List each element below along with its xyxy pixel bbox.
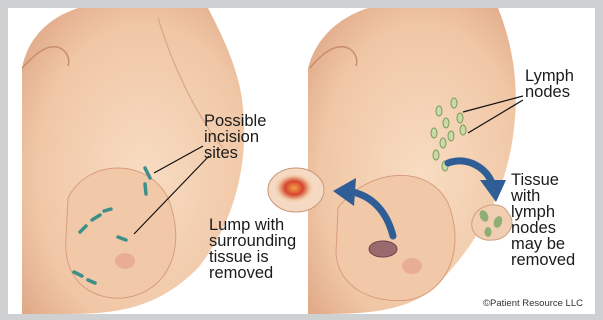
right-nipple xyxy=(402,258,422,274)
illustration-panel: Possible incision sites Lump with surrou… xyxy=(8,8,595,314)
removed-lymph-tissue xyxy=(472,205,512,240)
label-incision-sites: Possible incision sites xyxy=(204,113,266,161)
label-lymph-nodes: Lymph nodes xyxy=(525,68,574,100)
label-lump-removed: Lump with surrounding tissue is removed xyxy=(209,217,296,281)
left-breast xyxy=(66,168,176,298)
illustration xyxy=(8,8,595,314)
left-nipple xyxy=(115,253,135,269)
tissue-piece xyxy=(369,241,397,257)
removed-lump xyxy=(268,168,324,212)
copyright-credit: ©Patient Resource LLC xyxy=(483,298,583,309)
label-tissue-removed: Tissue with lymph nodes may be removed xyxy=(511,172,575,268)
